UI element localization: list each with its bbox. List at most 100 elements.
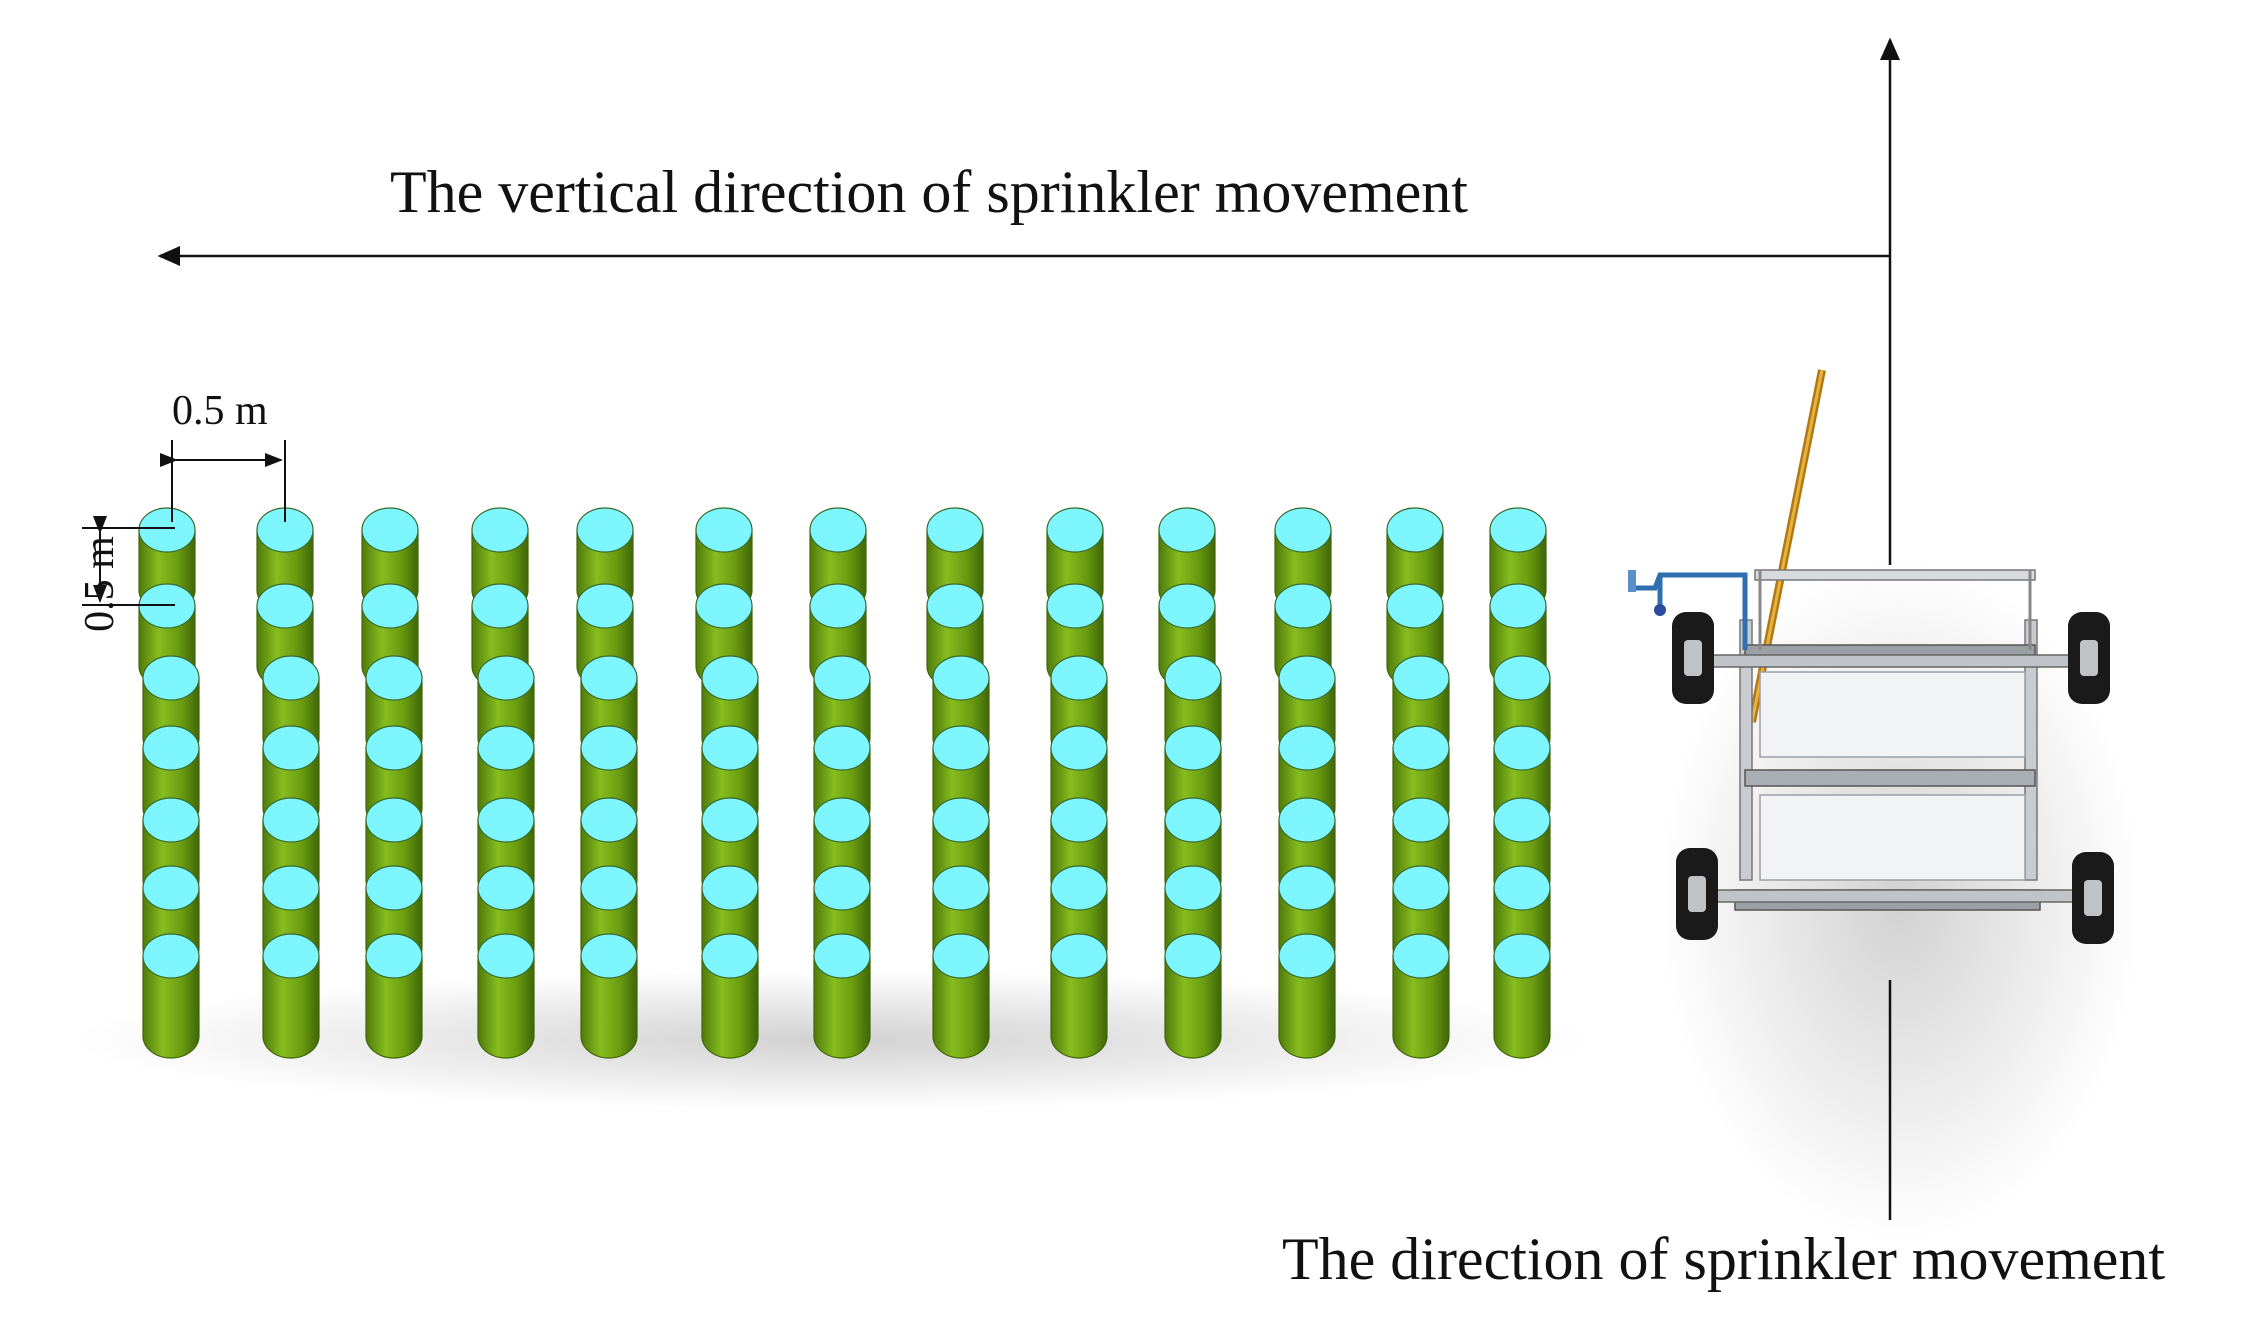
cup-top (262, 655, 320, 701)
collection-cup (813, 933, 871, 1059)
cup-top (1158, 583, 1216, 629)
cup-top (1493, 933, 1551, 979)
cup-top (365, 797, 423, 843)
vertical-spacing-dimension (82, 516, 175, 606)
cup-top (932, 933, 990, 979)
cup-top (1278, 865, 1336, 911)
cup-top (932, 725, 990, 771)
cup-top (365, 933, 423, 979)
cup-top (813, 797, 871, 843)
cup-top (262, 865, 320, 911)
cup-top (1278, 725, 1336, 771)
cup-top (1050, 933, 1108, 979)
horizontal-spacing-dimension (160, 440, 286, 522)
sprinkler-nozzle (1628, 570, 1748, 650)
collection-cup (695, 583, 753, 689)
cup-top (701, 797, 759, 843)
vertical-direction-label: The vertical direction of sprinkler move… (390, 159, 1468, 225)
cup-top (256, 583, 314, 629)
cup-top (142, 865, 200, 911)
collection-cup (1164, 933, 1222, 1059)
cup-body (365, 955, 423, 1059)
cup-top (926, 583, 984, 629)
cup-top (361, 583, 419, 629)
cup-body (1050, 955, 1108, 1059)
cup-top (361, 507, 419, 553)
cup-top (471, 583, 529, 629)
cup-body (580, 955, 638, 1059)
cup-top (1158, 507, 1216, 553)
cup-top (1386, 507, 1444, 553)
cup-top (1493, 725, 1551, 771)
cup-top (695, 583, 753, 629)
cup-top (813, 933, 871, 979)
cup-top (1050, 725, 1108, 771)
cup-body (1392, 955, 1450, 1059)
cup-top (701, 655, 759, 701)
frame-cross-bar-2 (1744, 769, 2036, 787)
cup-top (1278, 655, 1336, 701)
collection-cup (1050, 933, 1108, 1059)
cup-top (1493, 797, 1551, 843)
cup-top (580, 797, 638, 843)
cup-top (1046, 583, 1104, 629)
sprinkler-cart (1628, 369, 2114, 944)
cup-top (477, 655, 535, 701)
cup-top (809, 507, 867, 553)
frame-lower-shadow (1759, 794, 2026, 881)
wheel-rear-right (2072, 852, 2114, 944)
cup-top (1392, 933, 1450, 979)
collection-cup (365, 933, 423, 1059)
collection-cup (580, 933, 638, 1059)
cup-top (813, 725, 871, 771)
wheel-front-right (2068, 612, 2110, 704)
cup-top (477, 933, 535, 979)
cup-top (580, 655, 638, 701)
cup-top (477, 865, 535, 911)
cup-top (142, 655, 200, 701)
cup-top (1392, 865, 1450, 911)
cup-top (142, 933, 200, 979)
cup-top (1489, 583, 1547, 629)
cup-top (1489, 507, 1547, 553)
wheel-front-left (1672, 612, 1714, 704)
cup-top (262, 933, 320, 979)
collection-cup (1278, 933, 1336, 1059)
collection-cup (932, 933, 990, 1059)
cup-top (1164, 655, 1222, 701)
cup-body (262, 955, 320, 1059)
cup-top (580, 933, 638, 979)
collection-cup (477, 933, 535, 1059)
cup-top (1278, 797, 1336, 843)
cup-top (365, 725, 423, 771)
cup-top (1050, 655, 1108, 701)
cup-top (701, 865, 759, 911)
cup-top (1164, 725, 1222, 771)
cup-top (701, 933, 759, 979)
cup-body (813, 955, 871, 1059)
cup-top (471, 507, 529, 553)
cup-top (576, 583, 634, 629)
cup-top (580, 865, 638, 911)
cup-top (1392, 797, 1450, 843)
collection-cup (701, 933, 759, 1059)
cup-top (142, 725, 200, 771)
collection-cup (1493, 933, 1551, 1059)
cup-top (138, 507, 196, 553)
collection-cup (1392, 933, 1450, 1059)
cup-top (1278, 933, 1336, 979)
cup-top (813, 655, 871, 701)
cup-top (1050, 865, 1108, 911)
cup-top (1392, 655, 1450, 701)
cup-top (580, 725, 638, 771)
cup-top (926, 507, 984, 553)
collection-cup-grid (138, 507, 1551, 1059)
cup-top (262, 725, 320, 771)
cup-top (1164, 933, 1222, 979)
cup-top (365, 655, 423, 701)
cup-top (809, 583, 867, 629)
cup-top (1050, 797, 1108, 843)
cup-top (477, 797, 535, 843)
